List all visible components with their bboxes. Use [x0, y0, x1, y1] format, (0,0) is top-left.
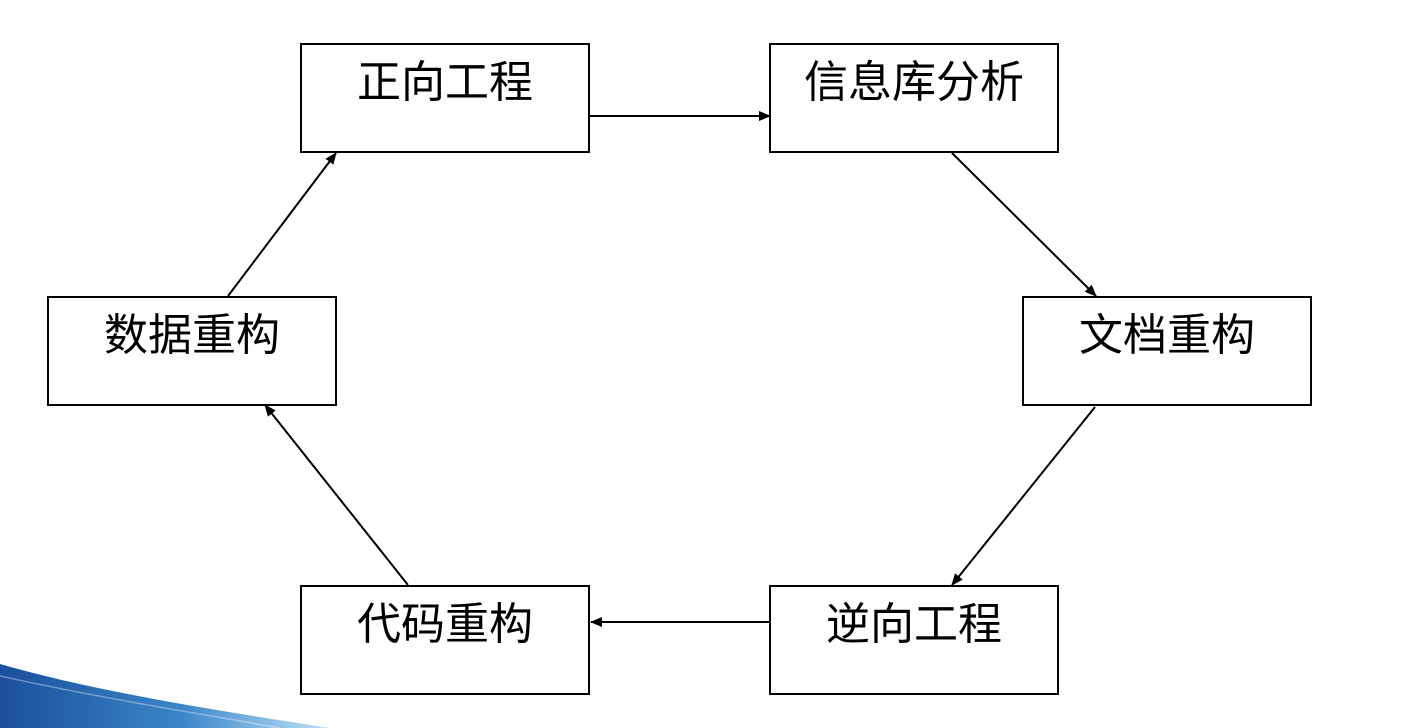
- node-reverse-engineering: 逆向工程: [769, 585, 1059, 695]
- node-code-restructuring: 代码重构: [300, 585, 590, 695]
- arrow-data-to-forward: [227, 152, 337, 297]
- arrow-code-to-data: [264, 404, 409, 586]
- node-data-restructuring: 数据重构: [47, 296, 337, 406]
- node-label: 信息库分析: [804, 57, 1024, 108]
- node-label: 数据重构: [104, 310, 280, 361]
- node-repository-analysis: 信息库分析: [769, 43, 1059, 153]
- node-label: 代码重构: [357, 599, 533, 650]
- node-document-restructuring: 文档重构: [1022, 296, 1312, 406]
- arrow-doc-to-reverse: [951, 406, 1096, 586]
- node-forward-engineering: 正向工程: [300, 43, 590, 153]
- node-label: 正向工程: [357, 57, 533, 108]
- node-label: 文档重构: [1079, 310, 1255, 361]
- node-label: 逆向工程: [826, 599, 1002, 650]
- arrow-repository-to-doc: [951, 152, 1097, 297]
